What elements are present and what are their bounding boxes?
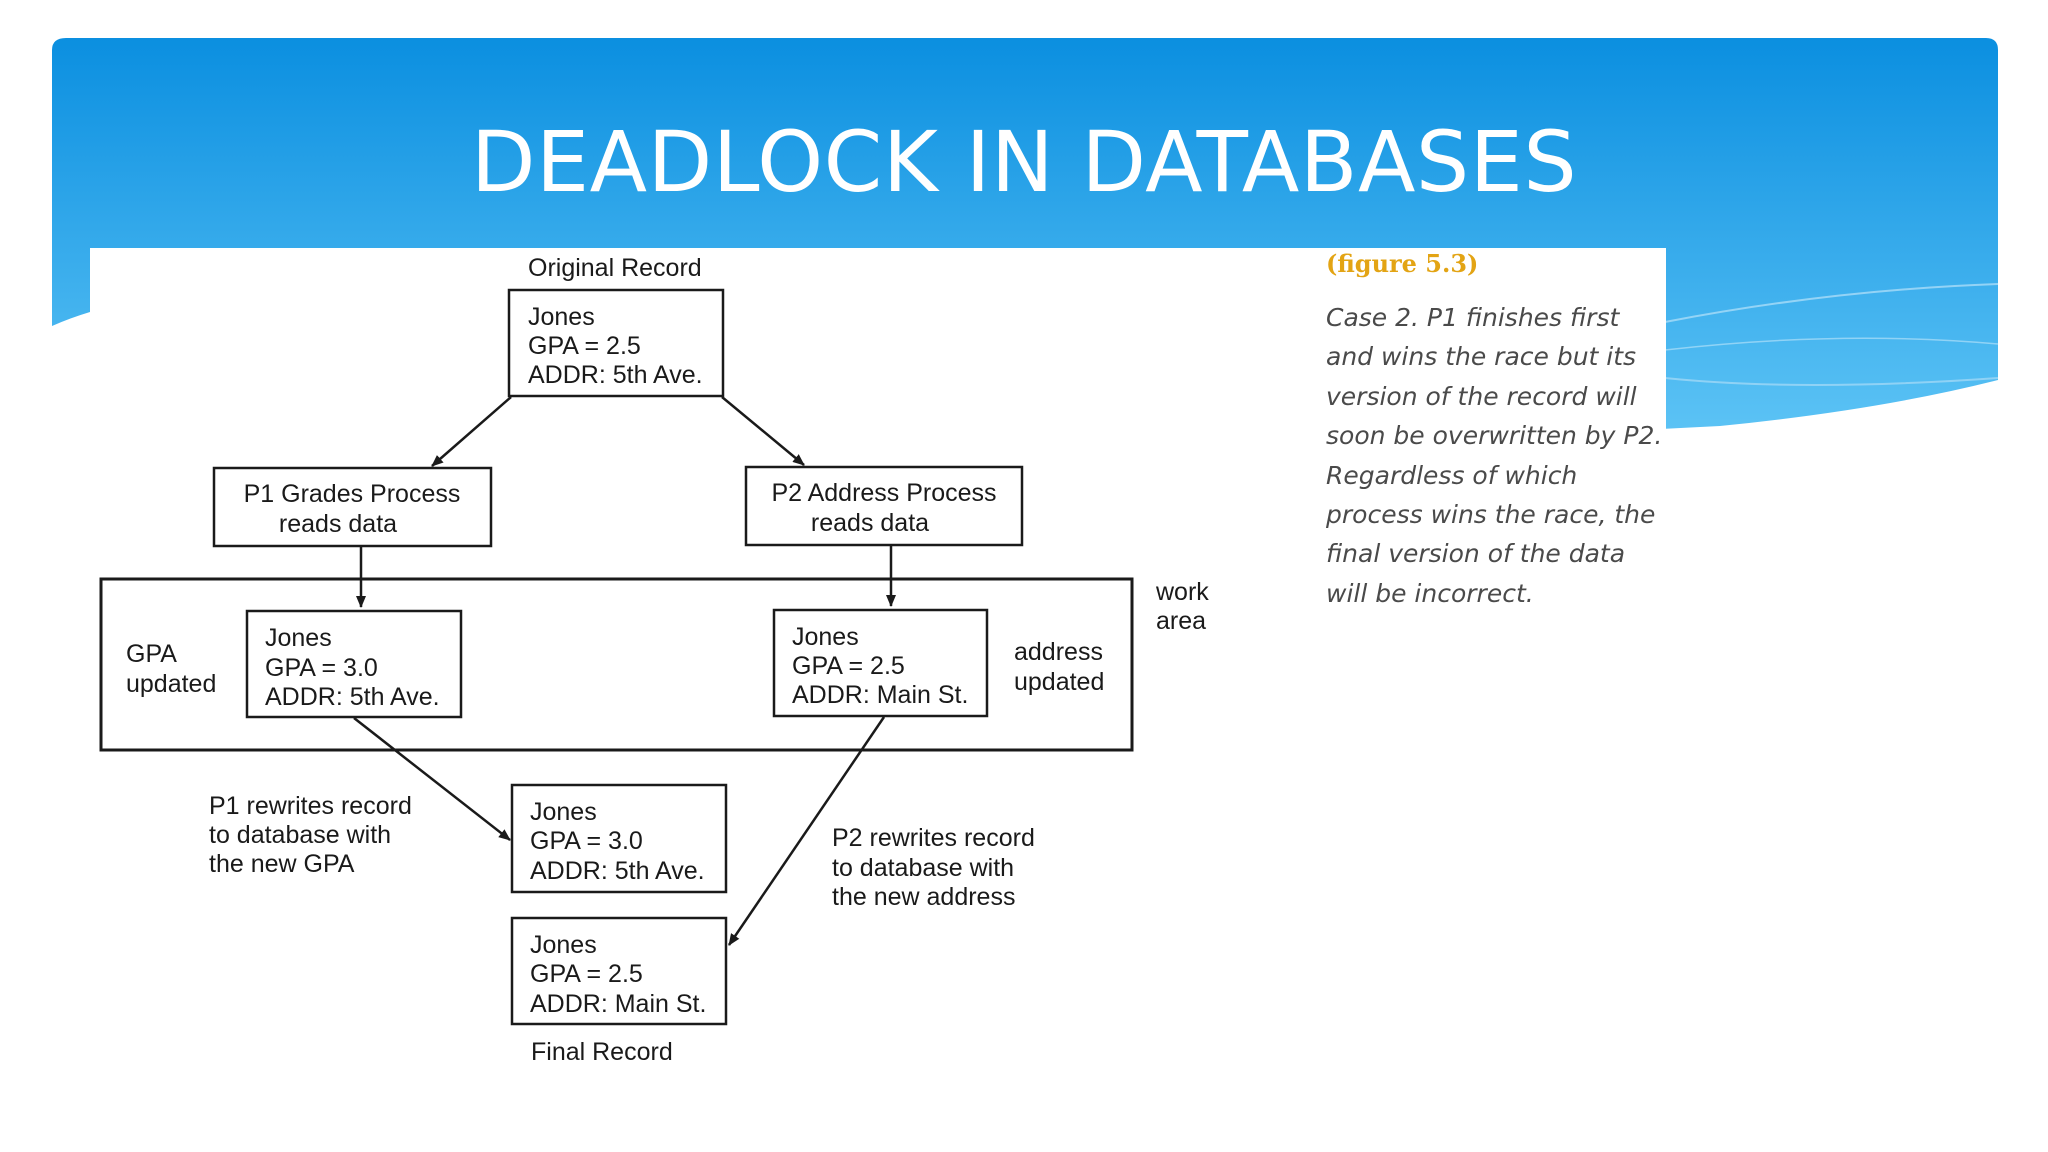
original-record-box (507, 288, 725, 398)
p1-work-record-box (245, 609, 463, 719)
final-record-line: ADDR: Main St. (530, 990, 706, 1018)
arrow-original-to-p1 (431, 396, 512, 467)
p1-written-record-line: Jones (530, 798, 597, 826)
slide-title: DEADLOCK IN DATABASES (470, 113, 1578, 211)
p2-work-record-line: GPA = 2.5 (792, 652, 905, 680)
p1-process-box (212, 466, 493, 548)
p2-work-record-box (772, 608, 989, 718)
work-area-label: work (1155, 578, 1209, 606)
address-updated-label: updated (1014, 668, 1104, 696)
banner-wave-2 (1664, 377, 1999, 386)
caption-line: version of the record will (1326, 381, 1637, 411)
final-record-line: GPA = 2.5 (530, 960, 643, 988)
final-record-line: Jones (530, 931, 597, 959)
figure-number: (figure 5.3) (1326, 249, 1479, 278)
p1-written-record-line: GPA = 3.0 (530, 827, 643, 855)
p1-work-record-line: ADDR: 5th Ave. (265, 683, 440, 711)
caption-line: soon be overwritten by P2. (1326, 421, 1663, 451)
figure-caption: (figure 5.3) Case 2. P1 finishes first a… (1326, 248, 1746, 613)
caption-line: will be incorrect. (1326, 578, 1534, 608)
p2-work-record-line: Jones (792, 623, 859, 651)
caption-line: and wins the race but its (1326, 342, 1637, 372)
p1-rewrite-annotation: P1 rewrites record (209, 792, 412, 820)
p2-process-label: P2 Address Process (771, 479, 996, 507)
p1-written-record-box (510, 783, 728, 894)
p2-work-record-line: ADDR: Main St. (792, 681, 968, 709)
caption-line: final version of the data (1326, 539, 1626, 569)
p2-rewrite-annotation: to database with (832, 854, 1014, 882)
arrow-original-to-p2 (721, 396, 805, 466)
work-area-label: area (1156, 607, 1206, 635)
final-record-box (510, 916, 728, 1026)
caption-line: Case 2. P1 finishes first (1326, 303, 1620, 332)
p2-process-box (744, 465, 1024, 547)
p1-written-record-line: ADDR: 5th Ave. (530, 857, 705, 885)
p1-rewrite-annotation: to database with (209, 821, 391, 849)
gpa-updated-label: GPA (126, 640, 177, 668)
p1-rewrite-annotation: the new GPA (209, 850, 355, 878)
p1-work-record-line: GPA = 3.0 (265, 654, 378, 682)
p2-rewrite-annotation: P2 rewrites record (832, 824, 1035, 852)
p1-work-record-line: Jones (265, 624, 332, 652)
p2-rewrite-annotation: the new address (832, 883, 1015, 911)
banner-wave-1 (1664, 283, 1999, 323)
p2-process-sublabel: reads data (811, 509, 929, 537)
p1-process-label: P1 Grades Process (244, 480, 461, 508)
work-area-box (99, 577, 1134, 752)
gpa-updated-label: updated (126, 670, 216, 698)
arrow-p1-rewrite (353, 717, 511, 841)
p1-process-sublabel: reads data (279, 510, 397, 538)
banner-wave-3 (1664, 337, 1999, 351)
original-record-line: ADDR: 5th Ave. (528, 361, 703, 389)
original-record-line: GPA = 2.5 (528, 332, 641, 360)
arrow-p2-rewrite (727, 716, 886, 946)
caption-line: process wins the race, the (1326, 500, 1656, 530)
address-updated-label: address (1014, 638, 1103, 666)
original-record-label: Original Record (528, 254, 702, 282)
final-record-label: Final Record (531, 1038, 673, 1066)
original-record-line: Jones (528, 303, 595, 331)
caption-line: Regardless of which (1326, 460, 1578, 490)
